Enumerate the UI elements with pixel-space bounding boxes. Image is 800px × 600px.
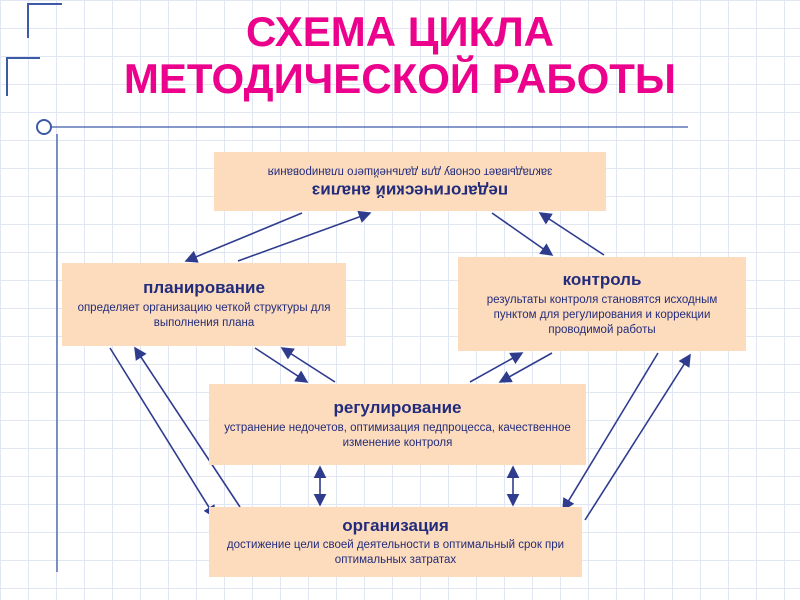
- node-title: организация: [342, 515, 449, 535]
- node-title: контроль: [562, 270, 642, 290]
- arrow-analysis-to-planning: [184, 212, 303, 263]
- node-pedagogical-analysis: педагогический анализ закладывает основу…: [214, 152, 606, 211]
- node-content: педагогический анализ закладывает основу…: [224, 163, 596, 200]
- node-desc: определяет организацию четкой структуры …: [77, 301, 331, 329]
- node-title: педагогический анализ: [311, 181, 509, 201]
- node-desc: результаты контроля становятся исходным …: [486, 293, 718, 336]
- node-desc: достижение цели своей деятельности в опт…: [226, 539, 565, 567]
- node-regulation: регулирование устранение недочетов, опти…: [209, 384, 586, 465]
- edges: [109, 210, 691, 521]
- corner-bracket-icon: [27, 3, 62, 38]
- arrow-regulation-to-control: [469, 352, 524, 383]
- node-title: планирование: [143, 278, 265, 298]
- arrow-planning-to-analysis: [237, 210, 372, 262]
- decor-marks: [6, 3, 688, 572]
- arrow-control-to-regulation: [498, 352, 553, 383]
- node-planning: планирование определяет организацию четк…: [62, 263, 346, 346]
- arrow-control-to-analysis: [538, 212, 605, 256]
- corner-bracket-icon: [6, 57, 40, 96]
- arrow-control-to-organization: [562, 352, 659, 512]
- ring-mark-icon: [36, 119, 52, 135]
- node-organization: организация достижение цели своей деятел…: [209, 507, 582, 577]
- node-desc: закладывает основу для дальнейшего плани…: [267, 164, 553, 177]
- title-line-1: СХЕМА ЦИКЛА: [245, 8, 555, 55]
- node-control: контроль результаты контроля становятся …: [458, 257, 746, 351]
- title-line-2: МЕТОДИЧЕСКОЙ РАБОТЫ: [123, 55, 677, 103]
- arrow-regulation-to-planning: [280, 347, 336, 383]
- node-desc: устранение недочетов, оптимизация педпро…: [224, 421, 571, 449]
- arrow-analysis-to-control: [491, 212, 554, 256]
- node-title: регулирование: [333, 398, 462, 418]
- arrow-organization-to-control: [584, 353, 691, 521]
- arrow-planning-to-organization: [109, 347, 216, 519]
- arrow-organization-to-planning: [134, 346, 241, 508]
- arrow-planning-to-regulation: [254, 347, 309, 383]
- page-title: СХЕМА ЦИКЛА МЕТОДИЧЕСКОЙ РАБОТЫ: [0, 8, 800, 102]
